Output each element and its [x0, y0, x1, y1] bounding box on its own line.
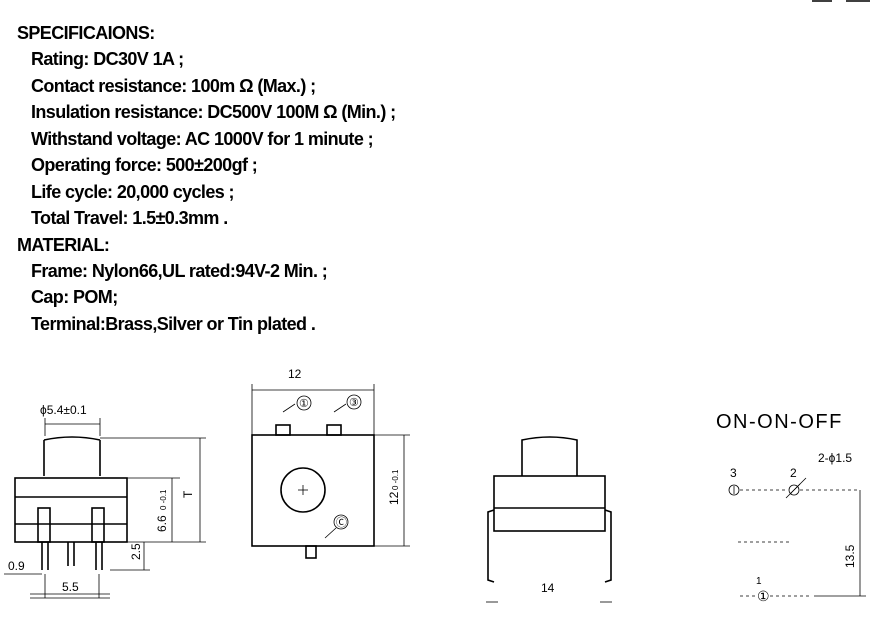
front-height-tolerance: 0 -0.1	[391, 469, 400, 490]
body-height-tolerance: 0 -0.1	[159, 489, 168, 510]
spec-contact-resistance: Contact resistance: 100m Ω (Max.) ;	[31, 75, 316, 96]
material-terminal: Terminal:Brass,Silver or Tin plated .	[31, 313, 316, 334]
back-view-drawing: 14	[486, 436, 612, 603]
switch-body-side	[14, 477, 128, 543]
cap-back	[521, 436, 578, 476]
spec-operating-force: Operating force: 500±200gf ;	[31, 155, 258, 175]
material-frame: Frame: Nylon66,UL rated:94V-2 Min. ;	[31, 260, 328, 281]
spec-life-cycle: Life cycle: 20,000 cycles ;	[31, 181, 235, 202]
front-width-label: 12	[288, 367, 302, 381]
terminal-1-circle: ①	[757, 588, 770, 604]
front-pin-1-label: ①	[299, 398, 309, 410]
front-pin-3-label: ③	[349, 397, 359, 409]
cap-circle	[280, 467, 326, 513]
switch-body-back	[493, 475, 606, 532]
spec-rating: Rating: DC30V 1A ;	[31, 49, 184, 69]
front-height-label: 12	[387, 491, 401, 505]
terminal-3-circle	[728, 484, 740, 496]
back-width-label: 14	[541, 581, 555, 595]
circuit-pin-1-label: 1	[756, 576, 762, 587]
side-view-drawing: ϕ5.4±0.1 6.6 0 -0.1 T 2.5 0.9 5.5	[4, 403, 206, 599]
circuit-pin-3-label: 3	[730, 466, 737, 480]
material-cap: Cap: POM;	[31, 287, 118, 307]
body-height-label: 6.6	[155, 515, 169, 532]
pin-width-label: 0.9	[8, 559, 25, 573]
front-pin-common-label: Ⓒ	[336, 516, 347, 529]
circuit-pin-2-label: 2	[790, 466, 797, 480]
hole-note-label: 2-ϕ1.5	[818, 451, 852, 465]
pin-pitch-label: 5.5	[62, 580, 79, 594]
pin-length-label: 2.5	[129, 543, 143, 560]
specifications-heading: SPECIFICAIONS:	[17, 23, 155, 43]
spec-insulation-resistance: Insulation resistance: DC500V 100M Ω (Mi…	[31, 102, 396, 122]
cap-diameter-label: ϕ5.4±0.1	[40, 403, 87, 417]
spec-total-travel: Total Travel: 1.5±0.3mm .	[31, 208, 228, 228]
switch-mode-label: ON-ON-OFF	[716, 411, 843, 433]
terminal-2-circle	[788, 484, 800, 496]
front-view-drawing: 12 ① ③ Ⓒ 12 0 -0.1	[251, 367, 410, 559]
specification-text-block: SPECIFICAIONS: Rating: DC30V 1A ; Contac…	[17, 20, 396, 337]
switch-body-front	[251, 434, 375, 547]
circuit-height-label: 13.5	[843, 544, 857, 568]
total-height-label: T	[181, 490, 195, 498]
spec-withstand-voltage: Withstand voltage: AC 1000V for 1 minute…	[31, 128, 374, 149]
material-heading: MATERIAL:	[17, 234, 110, 255]
circuit-diagram: ON-ON-OFF 2-ϕ1.5 3 2 13.5 1 ①	[716, 411, 866, 604]
